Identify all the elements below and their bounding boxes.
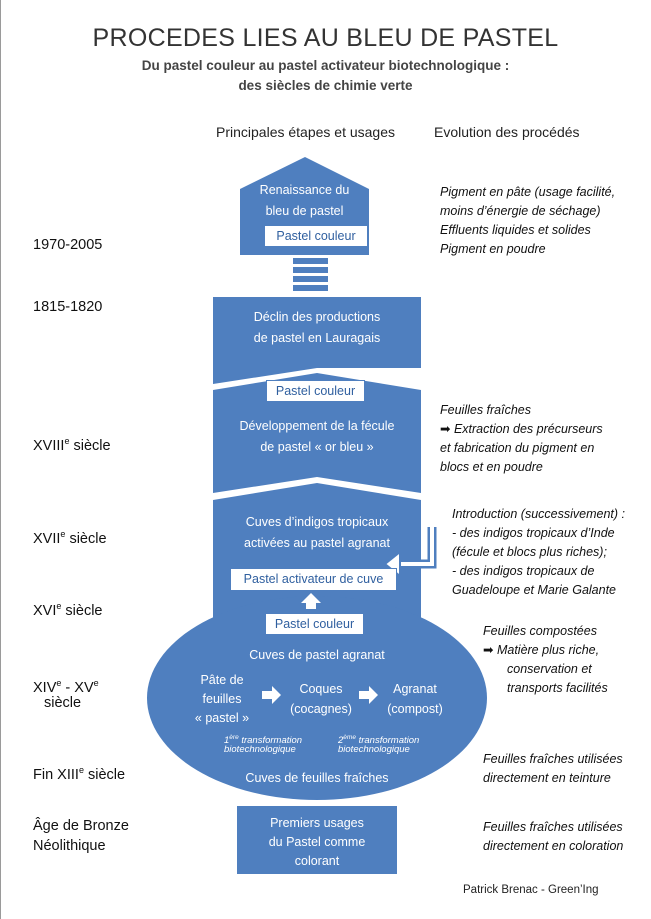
right-r6-line-2: directement en coloration (483, 839, 624, 853)
header-main-stages: Principales étapes et usages (216, 124, 395, 140)
right-r3-line-3: (fécule et blocs plus riches); (452, 545, 607, 559)
pastel-couleur-label-bottom: Pastel couleur (265, 613, 364, 635)
author-credit: Patrick Brenac - Green’Ing (463, 884, 599, 896)
date-1970-2005: 1970-2005 (33, 237, 103, 253)
declin-line-1: Déclin des productions (253, 310, 381, 324)
right-r3-line-5: Guadeloupe et Marie Galante (452, 583, 616, 597)
arrow-pate-to-coques (262, 686, 281, 704)
cuves-fraiches-title: Cuves de feuilles fraîches (245, 771, 389, 785)
date-17th-century: XVIIe siècle (33, 529, 107, 547)
right-r4-line-2: ➡ Matière plus riche, (483, 643, 600, 657)
pate-line-2: feuilles (202, 692, 242, 706)
right-r1-line-4: Pigment en poudre (440, 242, 546, 256)
right-r2-line-1: Feuilles fraîches (440, 403, 532, 417)
connector-bar-2 (293, 267, 328, 273)
renaissance-line-1: Renaissance du (259, 183, 350, 197)
subtitle-line-1: Du pastel couleur au pastel activateur b… (141, 58, 510, 73)
date-late-13th-century: Fin XIIIe siècle (33, 765, 126, 783)
pastel-couleur-label-top: Pastel couleur (264, 225, 368, 247)
cuves-agranat-title: Cuves de pastel agranat (249, 648, 385, 662)
date-1815-1820: 1815-1820 (33, 299, 103, 315)
right-r4-line-4: transports facilités (507, 681, 608, 695)
first-transformation-label: 1ère transformation (224, 734, 303, 747)
page-title: PROCEDES LIES AU BLEU DE PASTEL (92, 24, 559, 52)
premiers-usages-block (237, 806, 397, 874)
pastel-activateur-label: Pastel activateur de cuve (230, 568, 397, 591)
coques-line-2: (cocagnes) (290, 702, 352, 716)
declin-block-shape (213, 297, 421, 384)
premiers-line-1: Premiers usages (270, 816, 364, 830)
fecule-block-shape (213, 373, 421, 493)
right-r3-line-4: - des indigos tropicaux de (452, 564, 595, 578)
right-r3-line-1: Introduction (successivement) : (452, 507, 625, 521)
agranat-line-1: Agranat (393, 682, 437, 696)
connector-bar-4 (293, 285, 328, 291)
coques-line-1: Coques (299, 682, 343, 696)
indigo-line-1: Cuves d’indigos tropicaux (245, 515, 389, 529)
declin-line-2: de pastel en Lauragais (253, 331, 381, 345)
arrow-coques-to-agranat (359, 686, 378, 704)
right-arrow-icon: ➡ (440, 422, 451, 436)
right-r2-line-2: ➡ Extraction des précurseurs (440, 422, 603, 436)
header-process-evolution: Evolution des procédés (434, 124, 580, 140)
second-transformation-label: 2ème transformation (338, 734, 420, 747)
agranat-ellipse-shape (147, 596, 487, 800)
pate-line-3: « pastel » (194, 711, 250, 725)
date-14th-15th-century: XIVe - XVe (33, 678, 99, 696)
first-transformation-biotech: biotechnologique (224, 744, 296, 755)
pastel-couleur-label-middle: Pastel couleur (266, 380, 365, 402)
right-r2-line-4: blocs et en poudre (440, 460, 543, 474)
right-r5-line-2: directement en teinture (483, 771, 611, 785)
right-r2-line-3: et fabrication du pigment en (440, 441, 595, 455)
date-14th-15th-century-line-2: siècle (44, 695, 82, 711)
date-16th-century: XVIe siècle (33, 601, 103, 619)
right-r1-line-3: Effluents liquides et solides (440, 223, 591, 237)
right-r3-line-2: - des indigos tropicaux d’Inde (452, 526, 615, 540)
connector-bar-3 (293, 276, 328, 282)
up-arrow-shape (301, 593, 321, 609)
date-bronze-age: Âge de Bronze (33, 818, 129, 834)
date-neolithic: Néolithique (33, 838, 106, 854)
left-border (0, 0, 1, 919)
right-r4-line-1: Feuilles compostées (483, 624, 597, 638)
indigo-line-2: activées au pastel agranat (244, 536, 390, 550)
premiers-line-3: colorant (294, 854, 340, 868)
subtitle-line-2: des siècles de chimie verte (238, 78, 413, 93)
renaissance-line-2: bleu de pastel (265, 204, 344, 218)
premiers-line-2: du Pastel comme (268, 835, 366, 849)
pate-line-1: Pâte de (200, 673, 244, 687)
right-r5-line-1: Feuilles fraîches utilisées (483, 752, 623, 766)
agranat-line-2: (compost) (387, 702, 443, 716)
bent-arrow-inner (400, 527, 434, 566)
fecule-line-1: Développement de la fécule (239, 419, 395, 433)
connector-bar-1 (293, 258, 328, 264)
right-arrow-icon: ➡ (483, 643, 494, 657)
fecule-line-2: de pastel « or bleu » (260, 440, 374, 454)
right-r4-line-3: conservation et (507, 662, 592, 676)
date-18th-century: XVIIIe siècle (33, 436, 111, 454)
right-r1-line-2: moins d’énergie de séchage) (440, 204, 601, 218)
right-r6-line-1: Feuilles fraîches utilisées (483, 820, 623, 834)
second-transformation-biotech: biotechnologique (338, 744, 410, 755)
right-r1-line-1: Pigment en pâte (usage facilité, (440, 185, 616, 199)
